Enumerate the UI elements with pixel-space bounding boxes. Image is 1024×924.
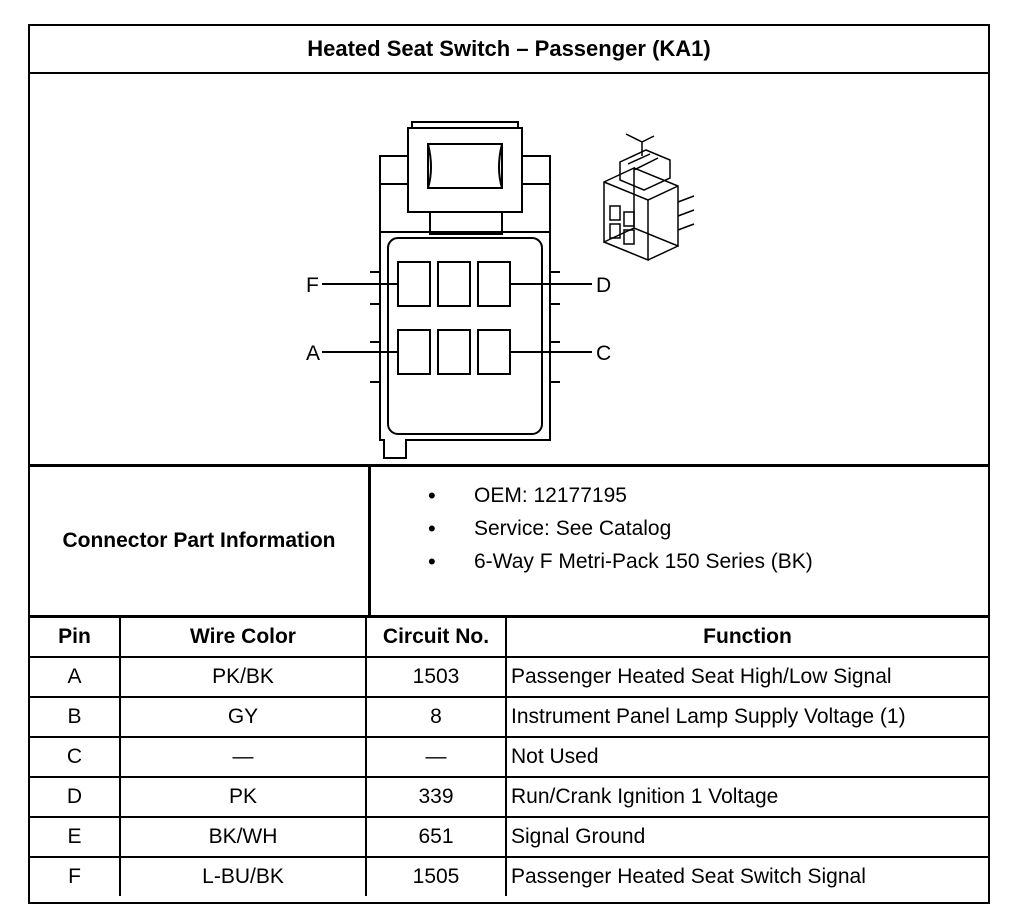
table-row: D PK 339 Run/Crank Ignition 1 Voltage: [30, 776, 988, 818]
cell-wire-color: GY: [119, 696, 367, 738]
cell-function: Passenger Heated Seat High/Low Signal: [505, 656, 988, 698]
connector-info-item: • Service: See Catalog: [428, 512, 813, 545]
connector-info-list: • OEM: 12177195 • Service: See Catalog •…: [428, 479, 813, 578]
connector-info-section: Connector Part Information • OEM: 121771…: [30, 467, 988, 618]
sheet-title: Heated Seat Switch – Passenger (KA1): [30, 26, 988, 74]
cell-wire-color: PK/BK: [119, 656, 367, 698]
latch-arms: [427, 143, 503, 189]
cell-pin: E: [30, 816, 121, 858]
bullet-icon: •: [428, 516, 436, 541]
cavity-f: [397, 261, 431, 307]
ear-walls: [379, 184, 551, 232]
connector-isometric-icon: [603, 133, 695, 262]
cell-function: Passenger Heated Seat Switch Signal: [505, 856, 988, 896]
cell-wire-color: PK: [119, 776, 367, 818]
cell-pin: F: [30, 856, 121, 896]
cell-function: Run/Crank Ignition 1 Voltage: [505, 776, 988, 818]
connector-info-label: Connector Part Information: [30, 467, 371, 615]
table-row: F L-BU/BK 1505 Passenger Heated Seat Swi…: [30, 856, 988, 896]
cell-circuit-no: —: [365, 736, 507, 778]
header-circuit-no: Circuit No.: [365, 618, 507, 658]
cell-pin: D: [30, 776, 121, 818]
left-ear: [379, 155, 409, 185]
bullet-icon: •: [428, 549, 436, 574]
cell-pin: A: [30, 656, 121, 698]
connector-housing: [379, 231, 551, 459]
header-function: Function: [505, 618, 988, 658]
connector-sheet: Heated Seat Switch – Passenger (KA1): [28, 24, 990, 904]
cavity-c: [477, 329, 511, 375]
cell-wire-color: BK/WH: [119, 816, 367, 858]
cell-function: Instrument Panel Lamp Supply Voltage (1): [505, 696, 988, 738]
cell-circuit-no: 8: [365, 696, 507, 738]
connector-info-item: • 6-Way F Metri-Pack 150 Series (BK): [428, 545, 813, 578]
cell-pin: B: [30, 696, 121, 738]
header-pin: Pin: [30, 618, 121, 658]
pin-table: Pin Wire Color Circuit No. Function A PK…: [30, 618, 988, 896]
table-row: C — — Not Used: [30, 736, 988, 778]
cell-wire-color: —: [119, 736, 367, 778]
cavity-d: [477, 261, 511, 307]
cell-circuit-no: 1503: [365, 656, 507, 698]
pin-table-header: Pin Wire Color Circuit No. Function: [30, 618, 988, 658]
cell-function: Not Used: [505, 736, 988, 778]
pin-label-c: C: [596, 342, 611, 365]
cell-wire-color: L-BU/BK: [119, 856, 367, 896]
cell-circuit-no: 651: [365, 816, 507, 858]
latch-cap: [411, 121, 519, 128]
pin-label-d: D: [596, 274, 611, 297]
housing-inner-face: [387, 237, 543, 435]
pin-label-f: F: [306, 274, 319, 297]
latch-tower: [407, 127, 523, 213]
table-row: E BK/WH 651 Signal Ground: [30, 816, 988, 858]
header-wire-color: Wire Color: [119, 618, 367, 658]
connector-figure: F D A C: [30, 72, 988, 467]
cavity-b: [437, 329, 471, 375]
connector-face-drawing: F D A C: [306, 121, 695, 459]
table-row: A PK/BK 1503 Passenger Heated Seat High/…: [30, 656, 988, 698]
cavity-a: [397, 329, 431, 375]
table-row: B GY 8 Instrument Panel Lamp Supply Volt…: [30, 696, 988, 738]
right-ear: [521, 155, 551, 185]
cavity-e: [437, 261, 471, 307]
connector-info-item: • OEM: 12177195: [428, 479, 813, 512]
cell-circuit-no: 1505: [365, 856, 507, 896]
housing-ribs: [370, 271, 560, 383]
cell-circuit-no: 339: [365, 776, 507, 818]
cell-function: Signal Ground: [505, 816, 988, 858]
connector-neck: [429, 211, 503, 235]
cell-pin: C: [30, 736, 121, 778]
pin-label-a: A: [306, 342, 320, 365]
latch-window: [427, 143, 503, 189]
bullet-icon: •: [428, 483, 436, 508]
